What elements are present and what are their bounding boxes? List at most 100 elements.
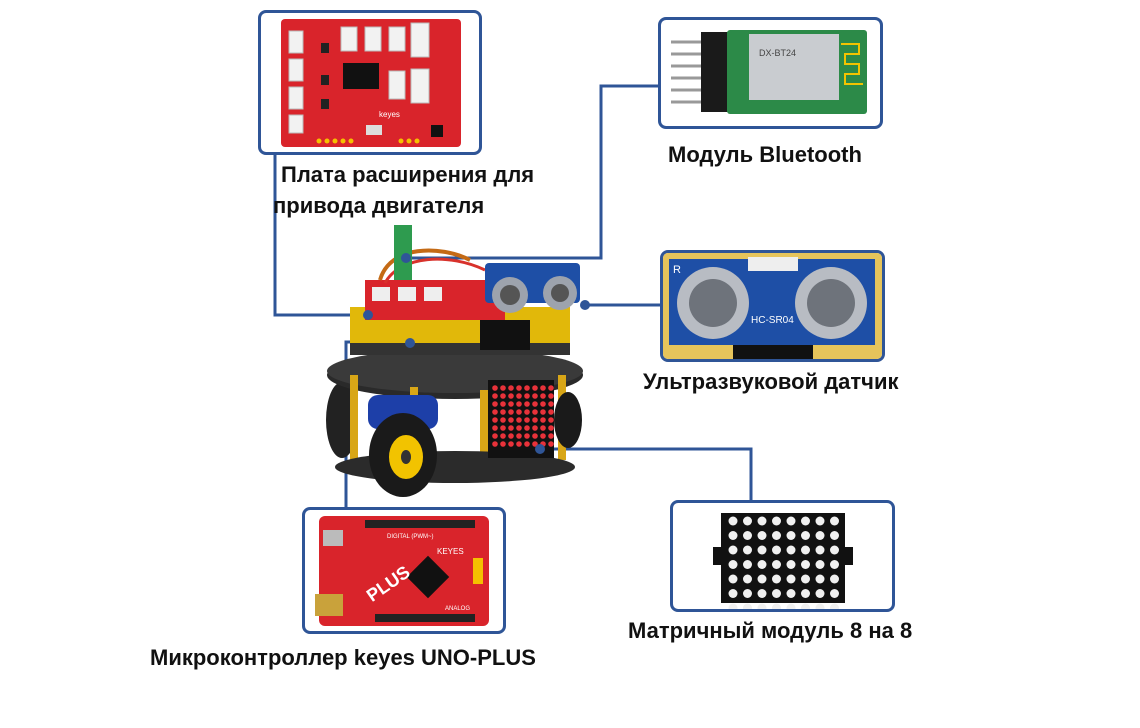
led-dot — [500, 409, 506, 415]
uno-digital-label: DIGITAL (PWM~) — [387, 534, 434, 540]
led-dot — [757, 545, 767, 555]
led-dot — [492, 385, 498, 391]
led-dot — [772, 589, 781, 598]
led-dot — [728, 560, 738, 569]
bluetooth-module-icon: DX-BT24 — [671, 30, 867, 114]
led-dot — [532, 393, 538, 399]
led-matrix-icon — [713, 513, 853, 609]
led-dot — [757, 589, 767, 598]
led-dot — [492, 409, 498, 415]
led-dot — [524, 409, 530, 415]
led-dot — [786, 531, 796, 540]
led-dot — [815, 560, 825, 569]
led-dot — [815, 531, 825, 540]
led-dot — [540, 401, 546, 407]
led-dot — [500, 441, 506, 447]
led-dot — [492, 393, 498, 399]
led-dot — [830, 516, 839, 526]
led-dot — [516, 409, 522, 415]
led-dot — [772, 531, 781, 540]
led-dot — [815, 574, 825, 584]
led-dot — [540, 385, 546, 391]
led-dot — [801, 574, 810, 584]
label-controller: Микроконтроллер keyes UNO-PLUS — [150, 645, 536, 670]
label-bluetooth: Модуль Bluetooth — [668, 142, 862, 167]
led-dot — [728, 545, 738, 555]
led-dot — [532, 409, 538, 415]
led-dot — [500, 401, 506, 407]
led-dot — [540, 417, 546, 423]
led-dot — [540, 409, 546, 415]
label-motor-board-line-1: Плата расширения для — [281, 162, 535, 187]
led-dot — [743, 516, 752, 526]
label-matrix: Матричный модуль 8 на 8 — [628, 618, 913, 643]
led-dot — [743, 603, 752, 609]
led-dot — [500, 385, 506, 391]
led-dot — [548, 401, 554, 407]
led-dot — [516, 417, 522, 423]
led-dot — [532, 441, 538, 447]
led-dot — [815, 545, 825, 555]
uno-maker: KEYES — [437, 547, 464, 556]
led-dot — [548, 441, 554, 447]
robot-car-icon — [326, 225, 590, 497]
led-dot — [830, 560, 839, 569]
motor-board-frame: keyes — [258, 10, 482, 155]
led-dot — [500, 417, 506, 423]
led-dot — [757, 560, 767, 569]
bt-chip-label: DX-BT24 — [759, 48, 796, 58]
led-dot — [801, 603, 810, 609]
led-dot — [492, 425, 498, 431]
led-dot — [728, 516, 738, 526]
led-dot — [801, 531, 810, 540]
led-dot — [516, 425, 522, 431]
ultrasonic-sensor-icon: R HC-SR04 — [663, 253, 882, 359]
led-dot — [540, 433, 546, 439]
led-dot — [508, 441, 514, 447]
led-dot — [516, 433, 522, 439]
led-dot — [728, 574, 738, 584]
led-dot — [786, 589, 796, 598]
led-dot — [786, 545, 796, 555]
connector-motor-board — [273, 155, 368, 317]
led-dot — [524, 433, 530, 439]
led-dot — [830, 545, 839, 555]
led-dot — [801, 516, 810, 526]
led-dot — [524, 441, 530, 447]
led-dot — [830, 574, 839, 584]
led-dot — [757, 603, 767, 609]
led-dot — [508, 425, 514, 431]
led-dot — [830, 603, 839, 609]
led-dot — [532, 433, 538, 439]
led-dot — [815, 589, 825, 598]
label-ultrasonic: Ультразвуковой датчик — [643, 369, 899, 394]
led-dot — [500, 433, 506, 439]
led-dot — [743, 560, 752, 569]
led-dot — [508, 417, 514, 423]
led-dot — [548, 393, 554, 399]
led-dot — [508, 401, 514, 407]
led-dot — [516, 441, 522, 447]
led-dot — [786, 516, 796, 526]
led-dot — [548, 425, 554, 431]
led-dot — [548, 409, 554, 415]
bluetooth-frame: DX-BT24 — [658, 17, 883, 129]
led-dot — [757, 574, 767, 584]
led-dot — [508, 393, 514, 399]
led-dot — [524, 425, 530, 431]
connector-matrix — [540, 447, 753, 500]
led-dot — [743, 574, 752, 584]
led-dot — [508, 385, 514, 391]
led-dot — [516, 385, 522, 391]
led-dot — [743, 545, 752, 555]
led-dot — [757, 531, 767, 540]
led-dot — [532, 401, 538, 407]
led-dot — [540, 425, 546, 431]
led-dot — [801, 589, 810, 598]
led-dot — [532, 385, 538, 391]
led-dot — [772, 574, 781, 584]
led-dot — [728, 589, 738, 598]
uno-analog-label: ANALOG — [445, 606, 470, 612]
led-dot — [492, 417, 498, 423]
led-dot — [786, 603, 796, 609]
